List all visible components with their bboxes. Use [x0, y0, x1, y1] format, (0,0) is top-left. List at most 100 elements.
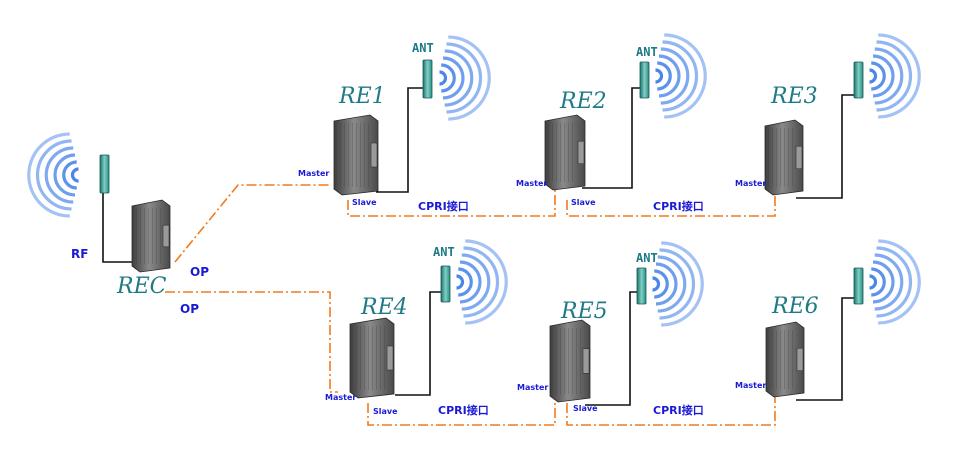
antenna-layer — [99, 59, 864, 305]
fiber-re1-to-re2 — [347, 185, 556, 217]
fiber-links — [165, 184, 776, 426]
antenna-re6-icon — [853, 267, 864, 305]
wave-arc — [459, 260, 482, 304]
slave-label-re1: Slave — [352, 198, 377, 207]
unit-title-re4: RE4 — [360, 295, 408, 320]
fiber-re2-to-re3 — [566, 188, 776, 217]
wave-arc — [439, 70, 448, 86]
unit-re6 — [765, 321, 805, 398]
unit-title-re6: RE6 — [771, 294, 819, 319]
wave-arc — [874, 47, 904, 105]
master-label-re5: Master — [517, 383, 548, 392]
unit-fins-re5 — [553, 328, 581, 394]
unit-re4 — [349, 317, 395, 399]
wave-arc — [661, 241, 704, 327]
master-label-re4: Master — [325, 393, 356, 402]
wave-arc — [878, 239, 921, 325]
wave-arc — [871, 61, 886, 91]
wave-arc — [458, 267, 473, 297]
slave-label-re5: Slave — [573, 404, 598, 413]
slave-label-re4: Slave — [373, 407, 398, 416]
cable-re2 — [582, 87, 642, 189]
ant-label-re2: ANT — [636, 45, 658, 59]
unit-fins-re4 — [353, 326, 385, 390]
wave-arc — [456, 274, 465, 290]
slave-label-re2: Slave — [571, 198, 596, 207]
unit-title-rec: REC — [116, 274, 167, 299]
cable-re3 — [796, 94, 857, 199]
antenna-re5-icon — [636, 267, 647, 305]
ant-label-re5: ANT — [636, 251, 658, 265]
wave-arc — [662, 40, 699, 112]
unit-re1 — [333, 114, 379, 196]
rf-label: RF — [71, 247, 88, 261]
wave-arc — [446, 42, 483, 114]
wave-arc — [876, 40, 913, 112]
unit-fins-re6 — [769, 330, 795, 389]
wave-arc — [27, 132, 70, 218]
unit-fins-re1 — [337, 123, 369, 187]
wave-arc — [465, 239, 508, 325]
unit-titles: REC RE1 RE2 RE3 RE4 RE5 RE6 — [116, 84, 819, 324]
wave-arc — [869, 274, 878, 290]
wave-arc — [35, 139, 72, 211]
master-label-re3: Master — [735, 179, 766, 188]
unit-re3 — [764, 119, 804, 196]
radio-wave-layer — [27, 33, 921, 327]
antenna-re4-icon — [440, 265, 451, 303]
antenna-re2-icon — [639, 61, 650, 99]
wave-arc — [44, 146, 74, 204]
unit-re5 — [549, 319, 591, 403]
wave-arc — [874, 253, 904, 311]
fiber-rec-to-re1 — [174, 184, 330, 263]
cable-rec — [102, 192, 132, 263]
master-label-re6: Master — [735, 381, 766, 390]
wave-arc — [654, 269, 669, 299]
cpri-label-3: CPRI接口 — [438, 403, 489, 417]
unit-rec — [131, 199, 171, 273]
unit-title-re1: RE1 — [338, 84, 386, 109]
cable-re1 — [376, 87, 424, 193]
wave-arc — [655, 262, 678, 306]
radio-wave-re1-icon — [439, 35, 491, 121]
port-labels: RF OP OP ANT ANT ANT ANT Master Master M… — [71, 41, 766, 417]
antenna-rec-icon — [99, 154, 110, 194]
wave-arc — [448, 35, 491, 121]
wave-arc — [658, 54, 681, 98]
radio-wave-re6-icon — [869, 239, 921, 325]
radio-wave-re5-icon — [652, 241, 704, 327]
wave-arc — [871, 267, 886, 297]
wave-arc — [53, 153, 76, 197]
wave-arc — [869, 68, 878, 84]
fiber-re5-to-re6 — [566, 390, 776, 426]
wave-arc — [659, 248, 696, 320]
ant-label-re1: ANT — [412, 41, 434, 55]
unit-connector-re6 — [796, 347, 804, 372]
wave-arc — [657, 255, 687, 313]
master-label-re2: Master — [516, 179, 547, 188]
wave-arc — [441, 63, 456, 93]
op-label-lower: OP — [180, 302, 199, 316]
wave-arc — [872, 54, 895, 98]
wave-arc — [444, 49, 474, 107]
cpri-label-4: CPRI接口 — [653, 403, 704, 417]
op-label-upper: OP — [190, 265, 209, 279]
unit-title-re2: RE2 — [559, 89, 607, 114]
wave-arc — [461, 253, 491, 311]
ant-label-re4: ANT — [433, 245, 455, 259]
unit-connector-re5 — [582, 348, 590, 374]
wave-arc — [660, 47, 690, 105]
antenna-cables — [102, 87, 857, 406]
unit-connector-re1 — [370, 142, 378, 168]
wave-arc — [876, 246, 913, 318]
cable-re6 — [796, 297, 857, 401]
radio-wave-re2-icon — [655, 33, 707, 119]
wave-arc — [652, 276, 661, 292]
wave-arc — [872, 260, 895, 304]
unit-re2 — [544, 114, 586, 191]
unit-connector-re2 — [577, 140, 585, 165]
units-layer — [131, 114, 805, 403]
wave-arc — [70, 167, 79, 183]
cpri-label-1: CPRI接口 — [418, 199, 469, 213]
